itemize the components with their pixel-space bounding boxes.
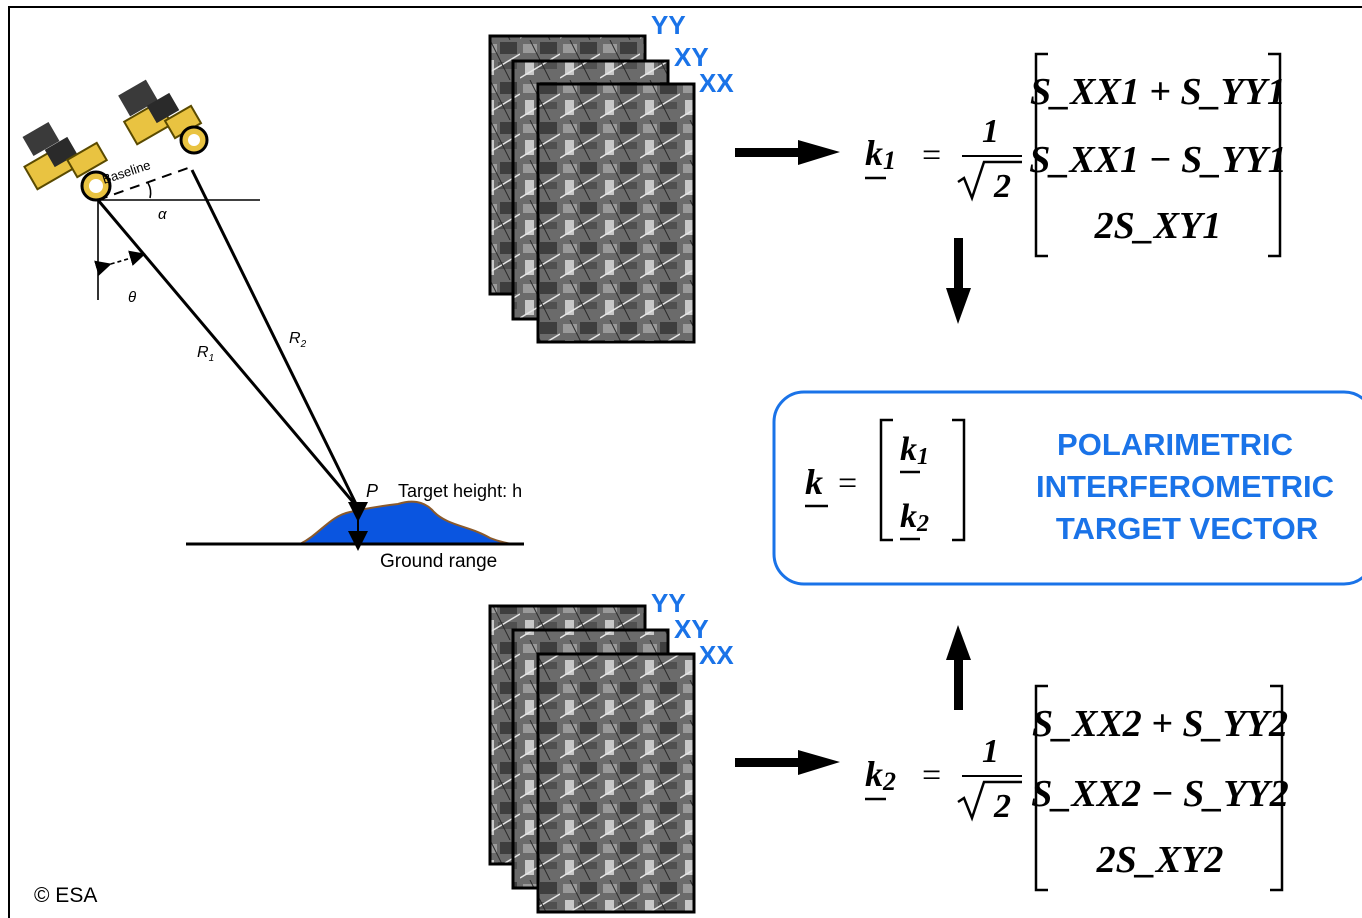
arrow-stack-to-k1 [735,140,840,165]
satellite-2 [118,79,209,155]
k1-coef-num: 1 [982,113,999,150]
satellite-1 [22,121,112,202]
baseline-label: Baseline [100,157,152,187]
polarization-yy-top: YY [651,10,686,40]
k1-row2: S_XX1 − S_YY1 [1029,139,1286,181]
image-stack-top [488,34,696,344]
r1-label: R1 [197,344,214,364]
k2-row2: S_XX2 − S_YY2 [1031,773,1288,815]
k-symbol: k [805,462,823,502]
combined-k1: k1 [900,431,929,470]
point-label: P [366,481,378,501]
image-stack-bottom [488,604,696,914]
r2-label: R2 [289,330,307,350]
range-r1-line [96,199,360,509]
equation-k1: k1 = 1 2 S_XX1 + S_YY1 S_XX1 − S_YY1 2S_… [865,52,1287,258]
arrow-k2-to-combined [946,625,971,710]
diagram-frame [8,6,1362,918]
polarization-xy-top: XY [674,42,709,72]
theta-arrow [94,250,146,276]
arrow-stack-to-k2 [735,750,840,775]
ground-range-label: Ground range [380,551,497,572]
alpha-arc [147,182,152,199]
equation-combined: k = k1 k2 [805,418,966,542]
terrain-profile [299,500,515,545]
svg-text:=: = [838,465,857,502]
k2-coef-num: 1 [982,733,999,770]
k2-coef-den: 2 [993,788,1011,825]
equation-k2: k2 = 1 2 S_XX2 + S_YY2 S_XX2 − S_YY2 2S_… [865,684,1289,892]
svg-text:=: = [922,137,941,174]
theta-label: θ [128,289,136,306]
title-line-1: POLARIMETRIC [1057,427,1293,462]
polarization-xx-bottom: XX [699,640,734,670]
k2-symbol: k2 [865,754,896,796]
title-line-2: INTERFEROMETRIC [1036,469,1334,504]
k2-row3: 2S_XY2 [1096,839,1224,881]
alpha-label: α [158,206,167,223]
arrow-k1-to-combined [946,238,971,324]
target-height-label: Target height: h [398,481,522,501]
copyright-notice: © ESA [34,884,98,907]
svg-text:=: = [922,757,941,794]
range-r2-line [190,169,360,509]
k1-symbol: k1 [865,133,896,175]
title-line-3: TARGET VECTOR [1056,511,1318,546]
k1-coef-den: 2 [993,168,1011,205]
polarization-xy-bottom: XY [674,614,709,644]
polarization-xx-top: XX [699,68,734,98]
combined-vector-box [772,390,1362,586]
k1-row3: 2S_XY1 [1094,205,1222,247]
polarization-yy-bottom: YY [651,588,686,618]
k2-row1: S_XX2 + S_YY2 [1032,703,1288,745]
k1-row1: S_XX1 + S_YY1 [1030,71,1286,113]
combined-k2: k2 [900,498,929,537]
